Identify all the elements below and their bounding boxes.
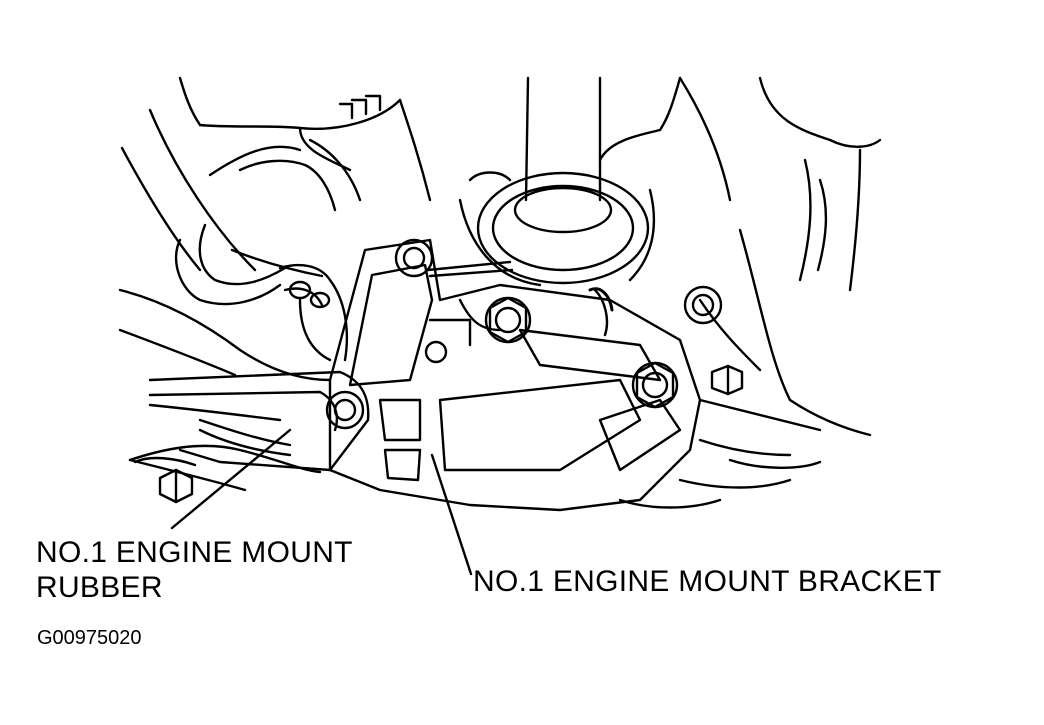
mount-bolts	[135, 240, 742, 502]
bolt-top-left	[396, 240, 512, 276]
figure-code: G00975020	[37, 627, 142, 649]
engine-mount-bracket	[330, 240, 700, 510]
label-rubber-line2: RUBBER	[36, 571, 163, 605]
hoses	[176, 225, 347, 360]
bolt-left	[327, 392, 363, 428]
leader-line-bracket	[432, 455, 471, 574]
leader-line-rubber	[172, 430, 290, 528]
bolt-right	[633, 363, 677, 407]
nut-bottom-left	[135, 458, 195, 502]
body-step-marks	[340, 96, 380, 118]
label-engine-mount-bracket: NO.1 ENGINE MOUNT BRACKET	[473, 565, 942, 598]
leader-lines	[172, 430, 471, 574]
drive-shaft	[460, 78, 654, 285]
nut-right	[712, 366, 742, 394]
bolt-far-right	[685, 287, 721, 323]
label-engine-mount-rubber: NO.1 ENGINE MOUNT RUBBER	[36, 535, 353, 606]
label-rubber-line1: NO.1 ENGINE MOUNT	[36, 536, 353, 569]
engine-body-outline	[120, 78, 880, 508]
bolt-center	[486, 298, 530, 342]
